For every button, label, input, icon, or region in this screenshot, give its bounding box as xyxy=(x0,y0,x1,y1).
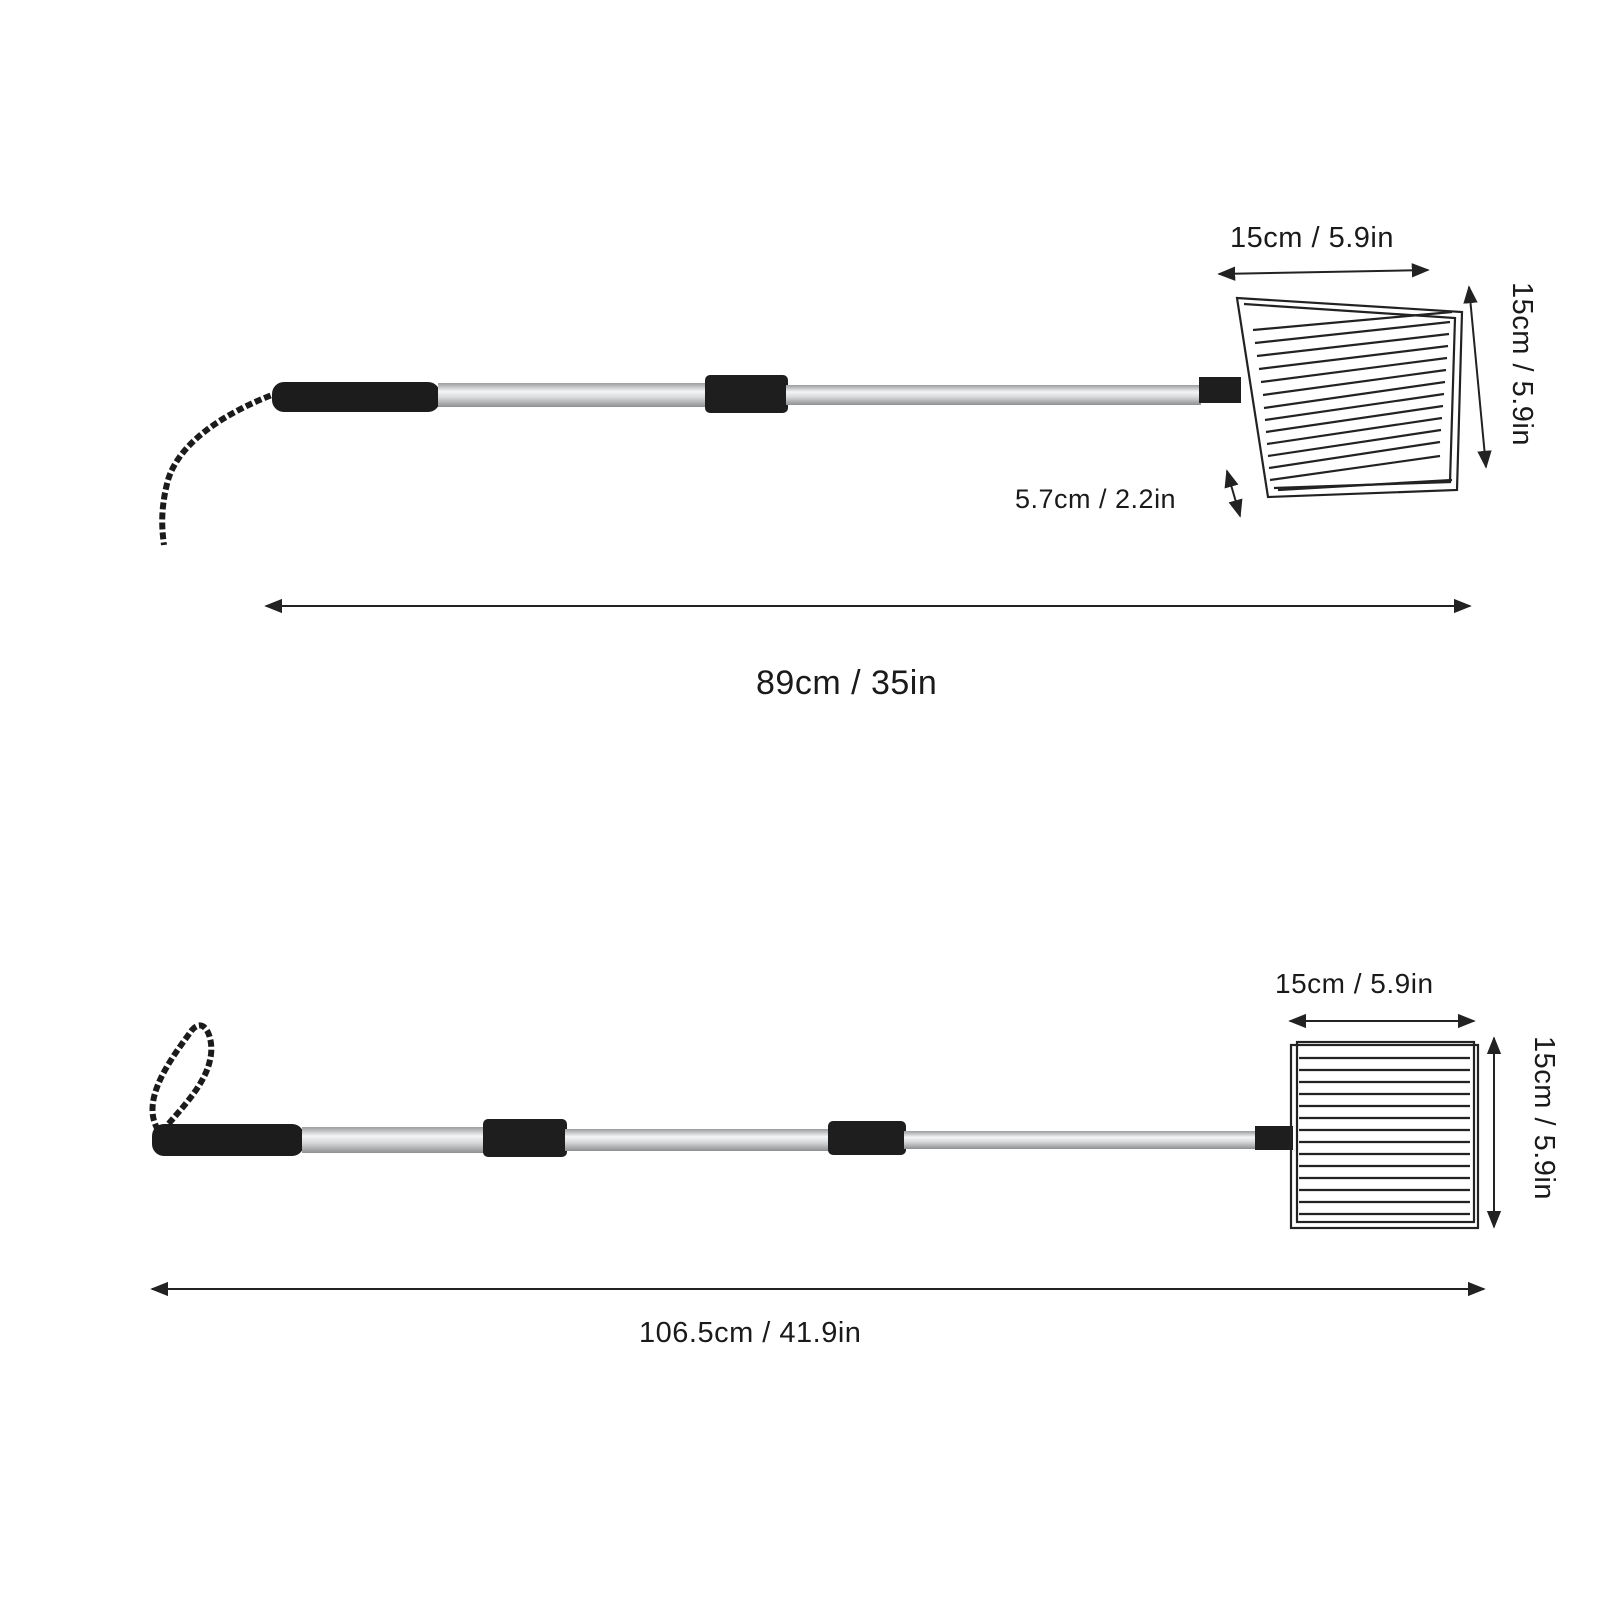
dimension-line-head-width xyxy=(1217,263,1430,281)
pole-connector xyxy=(828,1121,906,1155)
lanyard-cord xyxy=(159,389,282,546)
collapsed-head-height-label: 15cm / 5.9in xyxy=(1506,282,1538,446)
pole-section xyxy=(565,1129,830,1151)
scoop-head xyxy=(1289,1040,1480,1230)
collapsed-head-width-label: 15cm / 5.9in xyxy=(1230,222,1394,254)
extended-total-length-label: 106.5cm / 41.9in xyxy=(639,1317,862,1349)
collapsed-head-depth-label: 5.7cm / 2.2in xyxy=(1015,484,1177,514)
pole-connector xyxy=(483,1119,567,1157)
collapsed-scoop xyxy=(159,296,1464,546)
pole-section xyxy=(438,383,708,407)
pole-section xyxy=(302,1127,485,1153)
collapsed-total-length-label: 89cm / 35in xyxy=(756,664,938,702)
scoop-head xyxy=(1235,296,1464,499)
dimension-line-head-height xyxy=(1463,285,1492,469)
foam-grip xyxy=(272,382,440,412)
pole-section xyxy=(786,385,1201,405)
head-connector xyxy=(1199,377,1241,403)
extended-head-height-label: 15cm / 5.9in xyxy=(1528,1036,1560,1200)
dimension-line-head-depth xyxy=(1224,469,1243,518)
pole-connector xyxy=(705,375,788,413)
head-connector xyxy=(1255,1126,1293,1150)
foam-grip xyxy=(152,1124,304,1156)
lanyard-loop xyxy=(149,1022,215,1132)
extended-scoop xyxy=(149,1022,1480,1230)
extended-head-width-label: 15cm / 5.9in xyxy=(1275,968,1434,999)
pole-section xyxy=(904,1131,1257,1149)
